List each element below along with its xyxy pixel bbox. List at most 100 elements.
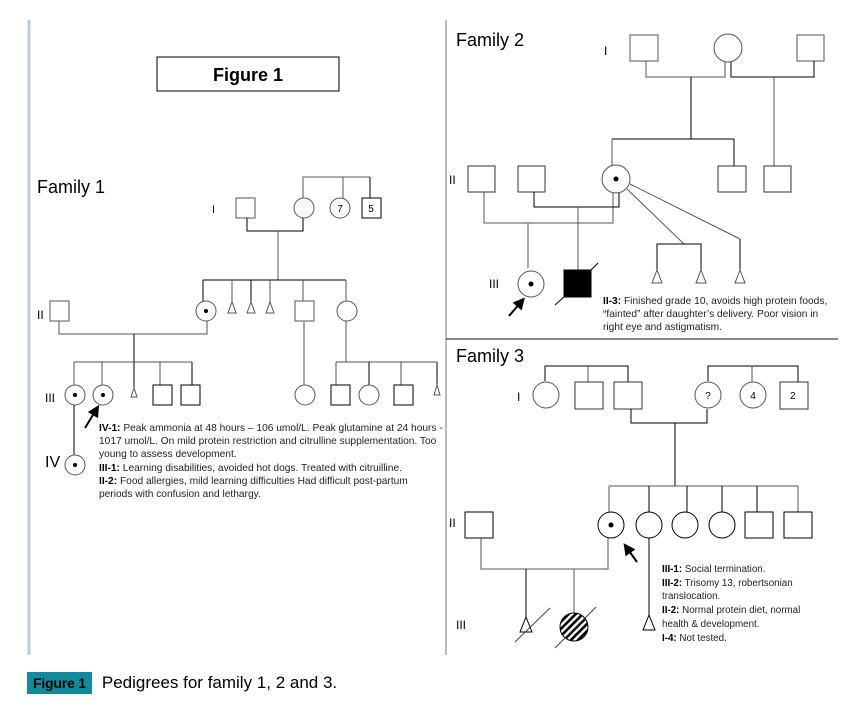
family3-gen-II: II bbox=[449, 516, 456, 530]
female-II-4 bbox=[671, 511, 699, 539]
female-II-3 bbox=[635, 511, 663, 539]
family2-gen-III: III bbox=[489, 277, 499, 291]
pregnancy-loss bbox=[695, 268, 707, 284]
marriage-line bbox=[480, 538, 609, 570]
female-II-4 bbox=[336, 300, 358, 322]
family2-gen-II: II bbox=[449, 173, 456, 187]
family3-gen-I: I bbox=[517, 390, 520, 404]
pregnancy-loss bbox=[265, 300, 275, 314]
family3-notes: III-1: Social termination. III-2: Trisom… bbox=[662, 563, 827, 645]
note-id: I-4: bbox=[662, 632, 677, 644]
affected-deceased-male-III-2 bbox=[563, 269, 592, 298]
terminated-pregnancy-III-1 bbox=[519, 615, 533, 633]
note-text: Trisomy 13, robertsonian translocation. bbox=[662, 577, 793, 603]
male-III-7 bbox=[330, 384, 351, 406]
male-II-6 bbox=[744, 511, 774, 539]
male-I-3 bbox=[796, 34, 825, 62]
family1-gen-II: II bbox=[37, 308, 44, 322]
family3-note-I-4: I-4: Not tested. bbox=[662, 632, 827, 646]
note-text: Learning disabilities, avoided hot dogs.… bbox=[119, 462, 402, 474]
affected-deceased-III-2 bbox=[559, 612, 589, 642]
male-III-5 bbox=[180, 384, 201, 406]
family3-note-II-2: II-2: Normal protein diet, normal health… bbox=[662, 604, 827, 631]
female-group-4 bbox=[739, 381, 767, 409]
sibship-line bbox=[544, 365, 629, 382]
family1-note-II-2: II-2: Food allergies, mild learning diff… bbox=[99, 475, 444, 501]
male-II-1 bbox=[464, 511, 494, 539]
note-text: Normal protein diet, normal health & dev… bbox=[662, 605, 801, 630]
figure-title-box bbox=[156, 56, 340, 92]
family1-gen-I: I bbox=[212, 204, 215, 216]
unknown-female-I-4 bbox=[694, 381, 722, 409]
family2-pedigree: Family 2 I II III bbox=[449, 30, 825, 317]
family2-note-II-3: II-3: Finished grade 10, avoids high pro… bbox=[603, 295, 831, 335]
pregnancy-loss bbox=[734, 268, 746, 284]
note-id: III-1: bbox=[99, 462, 120, 474]
marriage-line bbox=[58, 321, 208, 335]
female-group-7 bbox=[329, 197, 351, 219]
carrier-dot bbox=[73, 393, 77, 397]
note-text: Not tested. bbox=[676, 632, 727, 644]
proband-arrow bbox=[508, 297, 525, 317]
proband-arrow bbox=[84, 404, 100, 429]
figure-title-text: Figure 1 bbox=[213, 65, 283, 85]
female-group-count: 4 bbox=[750, 391, 756, 402]
carrier-dot bbox=[101, 393, 105, 397]
note-text: Food allergies, mild learning difficulti… bbox=[99, 475, 408, 501]
female-group-count: 7 bbox=[337, 204, 343, 215]
family1-gen-III: III bbox=[45, 391, 55, 405]
male-group-count: 5 bbox=[368, 204, 374, 215]
male-III-9 bbox=[393, 384, 414, 406]
deceased-slash bbox=[554, 606, 597, 649]
family2-title: Family 2 bbox=[456, 30, 524, 50]
note-id: II-2: bbox=[99, 475, 118, 487]
marriage-line bbox=[533, 192, 620, 208]
male-group-2 bbox=[779, 381, 809, 410]
male-I-3 bbox=[613, 381, 643, 410]
note-text: Finished grade 10, avoids high protein f… bbox=[603, 296, 828, 334]
carrier-dot bbox=[204, 309, 208, 313]
marriage-line bbox=[246, 218, 304, 232]
male-III-4 bbox=[152, 384, 173, 406]
sibship-line bbox=[707, 365, 799, 382]
male-II-3 bbox=[294, 300, 315, 322]
family1-gen-IV: IV bbox=[45, 454, 60, 471]
male-group-5 bbox=[361, 197, 382, 219]
pregnancy-II-3 bbox=[642, 613, 656, 631]
carrier-dot bbox=[73, 463, 77, 467]
marriage-line bbox=[645, 61, 726, 78]
female-I-2 bbox=[293, 197, 315, 219]
note-text: Social termination. bbox=[682, 564, 766, 575]
proband-arrow bbox=[623, 543, 638, 563]
male-group-count: 2 bbox=[790, 391, 796, 402]
deceased-slash bbox=[514, 607, 551, 643]
carrier-dot bbox=[613, 176, 619, 182]
male-II-2 bbox=[517, 165, 546, 193]
female-I-1 bbox=[532, 381, 560, 409]
deceased-slash bbox=[589, 262, 599, 272]
male-I-1 bbox=[629, 34, 659, 62]
male-II-1 bbox=[49, 300, 70, 322]
male-I-1 bbox=[235, 197, 256, 219]
male-II-4 bbox=[717, 165, 747, 193]
note-id: III-2: bbox=[662, 577, 683, 589]
deceased-slash bbox=[554, 295, 566, 306]
sibship-line bbox=[656, 243, 702, 272]
family1-notes: IV-1: Peak ammonia at 48 hours – 106 umo… bbox=[99, 422, 444, 501]
note-id: IV-1: bbox=[99, 423, 121, 434]
note-id: II-3: bbox=[603, 296, 622, 307]
note-id: II-2: bbox=[662, 605, 680, 617]
family1-note-III-1: III-1: Learning disabilities, avoided ho… bbox=[99, 462, 444, 475]
female-I-2 bbox=[713, 33, 743, 63]
family1-title: Family 1 bbox=[37, 177, 105, 197]
pregnancy-loss bbox=[433, 383, 441, 396]
carrier-dot bbox=[608, 522, 614, 528]
male-II-1 bbox=[467, 165, 496, 193]
male-II-7 bbox=[783, 511, 813, 539]
family3-pedigree: Family 3 I II III ? 4 2 bbox=[449, 346, 813, 649]
family2-gen-I: I bbox=[604, 44, 607, 58]
pregnancy-loss bbox=[651, 268, 663, 284]
pregnancy-loss bbox=[227, 300, 237, 314]
family3-gen-III: III bbox=[456, 618, 466, 632]
